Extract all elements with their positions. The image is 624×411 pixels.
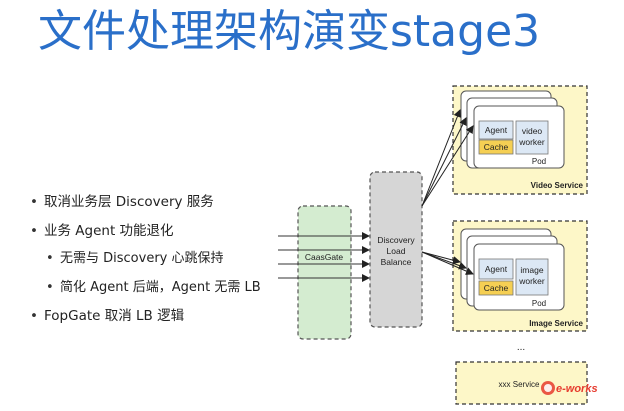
- video-agent-label: Agent: [485, 125, 508, 135]
- video-worker-box: [515, 120, 549, 155]
- bullet-dot: •: [46, 280, 54, 295]
- bullet-dot: •: [30, 194, 38, 210]
- image-service-label: Image Service: [529, 319, 583, 328]
- ellipsis-label: ...: [517, 342, 525, 353]
- bullet-item: • 简化 Agent 后端，Agent 无需 LB: [46, 276, 261, 295]
- bullet-dot: •: [30, 223, 38, 239]
- bullet-item: • 取消业务层 Discovery 服务: [30, 190, 214, 210]
- bullet-dot: •: [30, 308, 38, 324]
- image-worker-label-line1: image: [520, 265, 543, 275]
- bullet-item: • 业务 Agent 功能退化: [30, 219, 174, 239]
- caasgate-box: [297, 205, 352, 340]
- discovery-label-line2: Load: [387, 246, 406, 256]
- bullet-text: 简化 Agent 后端，Agent 无需 LB: [60, 280, 261, 295]
- caasgate-label: CaasGate: [305, 252, 344, 262]
- image-cache-label: Cache: [484, 283, 509, 293]
- eworks-watermark-logo: e-works: [541, 381, 598, 395]
- image-pod-label: Pod: [532, 299, 546, 308]
- image-cache-box: [478, 280, 514, 296]
- video-service-label: Video Service: [531, 181, 584, 190]
- video-fanout-arrows: [421, 109, 474, 207]
- image-worker-label-line2: worker: [518, 276, 545, 286]
- inbound-arrows: [278, 232, 370, 282]
- bullet-text: 取消业务层 Discovery 服务: [44, 194, 214, 210]
- image-worker-box: [515, 258, 549, 296]
- image-agent-box: [478, 258, 514, 280]
- discovery-lb-box: [369, 171, 423, 328]
- bullet-item: • FopGate 取消 LB 逻辑: [30, 304, 184, 324]
- discovery-label-line3: Balance: [381, 257, 412, 267]
- bullet-text: FopGate 取消 LB 逻辑: [44, 308, 185, 324]
- discovery-label-line1: Discovery: [377, 235, 415, 245]
- video-pod-label: Pod: [532, 157, 546, 166]
- image-fanout-arrows: [421, 251, 474, 275]
- video-cache-label: Cache: [484, 142, 509, 152]
- bullet-text: 业务 Agent 功能退化: [44, 223, 174, 239]
- svg-text:e-works: e-works: [556, 383, 598, 395]
- bullet-text: 无需与 Discovery 心跳保持: [60, 251, 224, 266]
- video-agent-box: [478, 120, 514, 140]
- xxx-service-box: [455, 361, 588, 405]
- video-cache-box: [478, 139, 514, 155]
- bullet-item: • 无需与 Discovery 心跳保持: [46, 247, 224, 266]
- bullet-dot: •: [46, 251, 54, 266]
- image-agent-label: Agent: [485, 264, 508, 274]
- video-worker-label-line1: video: [522, 126, 543, 136]
- xxx-service-label: xxx Service: [499, 380, 540, 389]
- video-worker-label-line2: worker: [518, 137, 545, 147]
- page-title: 文件处理架构演变stage3: [38, 6, 541, 57]
